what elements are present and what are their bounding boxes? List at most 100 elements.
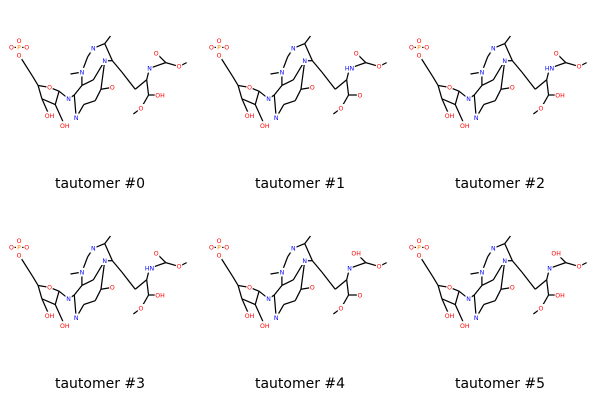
- atom-label-bg: [15, 243, 23, 252]
- atom-label-n_base: N: [266, 296, 271, 303]
- bond-25: [281, 279, 294, 287]
- atom-label-ring_o: O: [47, 285, 52, 292]
- atom-label-o2: O: [24, 45, 29, 52]
- atom-label-est_o1: O: [358, 92, 363, 99]
- atom-label-bg: [137, 104, 145, 113]
- atom-label-carb_o1: OH: [351, 250, 361, 257]
- atom-label-bg: [278, 67, 286, 77]
- atom-label-bg: [246, 83, 253, 92]
- bond-5: [441, 298, 456, 306]
- atom-label-bg: [215, 36, 223, 45]
- tautomer-caption-0: tautomer #0: [54, 176, 146, 192]
- bond-13: [83, 100, 96, 106]
- atom-label-bg: [490, 244, 497, 253]
- atom-label-carb_o2: O: [177, 264, 182, 271]
- atom-label-bg: [137, 304, 145, 313]
- atom-label-bg: [278, 267, 286, 277]
- atom-label-bg: [215, 250, 223, 260]
- bond-4: [254, 91, 260, 105]
- bond-29: [321, 271, 336, 290]
- atom-label-o3: O: [217, 38, 222, 45]
- atom-label-bg: [15, 236, 23, 245]
- atom-label-o2: O: [24, 245, 29, 252]
- bond-14: [94, 89, 102, 101]
- atom-label-bg: [78, 267, 86, 277]
- bond-1: [231, 75, 239, 86]
- bond-4: [254, 291, 260, 305]
- atom-label-est_o2: O: [339, 306, 344, 313]
- bond-29: [521, 271, 536, 290]
- atom-label-bg: [290, 244, 297, 253]
- atom-label-n_top: N: [91, 246, 96, 253]
- atom-label-bg: [554, 290, 566, 300]
- atom-label-o3: O: [17, 238, 22, 245]
- atom-label-bg: [101, 256, 108, 265]
- bond-13: [283, 300, 296, 306]
- atom-label-n_top: N: [291, 46, 296, 53]
- atom-label-bg: [459, 121, 471, 130]
- bond-27: [473, 285, 483, 296]
- atom-label-bg: [478, 67, 486, 77]
- bond-5: [41, 98, 56, 106]
- atom-label-bg: [444, 311, 455, 321]
- atom-label-bg: [446, 283, 453, 292]
- atom-label-bg: [309, 83, 316, 92]
- atom-label-bg: [337, 304, 345, 313]
- bond-28: [111, 260, 123, 273]
- atom-label-bg: [273, 113, 280, 123]
- atom-label-bg: [44, 111, 55, 121]
- atom-label-bg: [273, 313, 280, 323]
- atom-label-bg: [265, 94, 272, 104]
- atom-label-o4: O: [17, 252, 22, 259]
- atom-label-bg: [415, 236, 423, 245]
- atom-label-bg: [59, 321, 71, 330]
- atom-label-o4: O: [17, 52, 22, 59]
- atom-label-n_top: N: [291, 246, 296, 253]
- bond-30: [534, 279, 548, 290]
- atom-label-carb_o1: O: [354, 50, 359, 57]
- atom-label-bg: [208, 43, 215, 52]
- atom-label-oh3: OH: [445, 113, 455, 120]
- atom-label-bg: [46, 283, 53, 292]
- bond-36: [146, 279, 150, 296]
- bond-28: [311, 260, 323, 273]
- atom-label-o2: O: [424, 245, 429, 252]
- bond-6: [237, 85, 243, 99]
- atom-label-bg: [15, 36, 23, 45]
- atom-label-bg: [344, 64, 355, 73]
- atom-label-bg: [73, 113, 80, 123]
- bond-19: [304, 35, 311, 44]
- bond-19: [304, 235, 311, 244]
- bond-18: [304, 43, 313, 61]
- atom-label-n_base: N: [66, 96, 71, 103]
- bond-13: [483, 100, 496, 106]
- atom-label-carb_o2: O: [177, 64, 182, 71]
- bond-4: [54, 91, 60, 105]
- atom-label-bg: [23, 43, 30, 52]
- atom-label-bg: [575, 262, 583, 271]
- atom-label-bg: [423, 243, 430, 252]
- atom-label-ring_o: O: [247, 285, 252, 292]
- atom-label-n_ring: N: [302, 58, 307, 65]
- bond-16: [300, 260, 306, 290]
- atom-label-o1: O: [209, 45, 214, 52]
- bond-4: [54, 291, 60, 305]
- bond-27: [273, 85, 283, 96]
- atom-label-est_o1: OH: [155, 92, 165, 99]
- bond-14: [494, 289, 502, 301]
- atom-label-bg: [244, 311, 255, 321]
- bond-5: [241, 298, 256, 306]
- atom-label-n_methyl: N: [480, 269, 485, 276]
- atom-label-est_o2: O: [539, 106, 544, 113]
- atom-label-oh2: OH: [460, 323, 470, 330]
- atom-label-bg: [415, 36, 423, 45]
- atom-label-bg: [415, 43, 423, 52]
- bond-25: [81, 279, 94, 287]
- atom-label-bg: [554, 90, 566, 100]
